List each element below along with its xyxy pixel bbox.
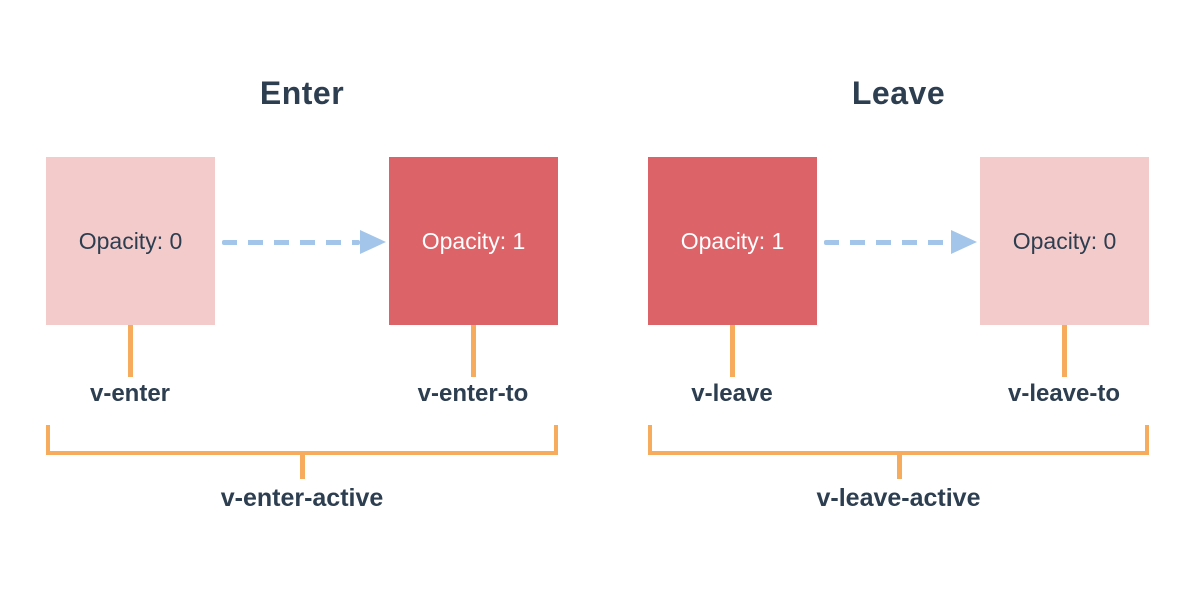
from-state-box: Opacity: 1 (648, 157, 817, 325)
to-class-label: v-leave-to (1007, 380, 1121, 407)
to-state-box: Opacity: 1 (389, 157, 558, 325)
arrow-head-icon (360, 230, 386, 254)
to-state-box: Opacity: 0 (980, 157, 1149, 325)
to-class-label: v-enter-to (417, 380, 529, 407)
section-title: Enter (259, 75, 345, 111)
section-title: Leave (851, 75, 946, 111)
enter-section: Enter Opacity: 0 Opacity: 1 v-enter v-en… (46, 0, 558, 600)
opacity-label: Opacity: 0 (78, 227, 183, 254)
leave-section: Leave Opacity: 1 Opacity: 0 v-leave v-le… (648, 0, 1149, 600)
active-bracket (648, 425, 1149, 455)
active-class-label: v-leave-active (816, 484, 981, 512)
active-bracket (46, 425, 558, 455)
active-bracket-stem (300, 455, 305, 479)
from-class-label: v-enter (89, 380, 171, 407)
from-box-connector-line (730, 325, 735, 377)
arrow-dash-line (824, 239, 951, 245)
arrow-dash-line (222, 239, 360, 245)
from-class-label: v-leave (691, 380, 773, 407)
transition-arrow (222, 230, 386, 254)
arrow-head-icon (951, 230, 977, 254)
to-box-connector-line (471, 325, 476, 377)
opacity-label: Opacity: 1 (421, 227, 526, 254)
transition-arrow (824, 230, 977, 254)
active-class-label: v-enter-active (220, 484, 384, 512)
from-box-connector-line (128, 325, 133, 377)
active-bracket-stem (896, 455, 902, 479)
from-state-box: Opacity: 0 (46, 157, 215, 325)
to-box-connector-line (1062, 325, 1067, 377)
opacity-label: Opacity: 1 (680, 227, 785, 254)
opacity-label: Opacity: 0 (1012, 227, 1117, 254)
